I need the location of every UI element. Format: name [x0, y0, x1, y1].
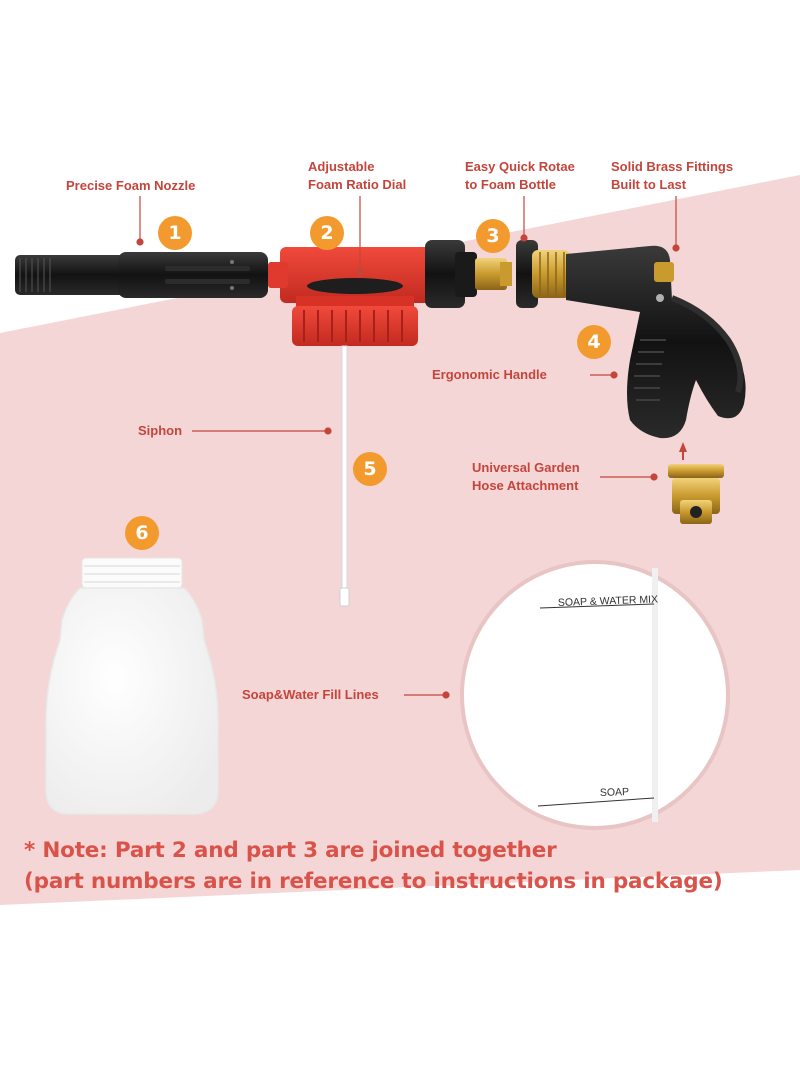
garden-hose-attachment: [668, 442, 724, 524]
label-brass-fittings: Solid Brass Fittings Built to Last: [611, 158, 733, 194]
label-siphon: Siphon: [138, 422, 182, 440]
label-text: Foam Ratio Dial: [308, 177, 407, 192]
label-text: Siphon: [138, 423, 183, 438]
badge-2: 2: [310, 216, 344, 250]
label-text: Easy Quick Rotae: [465, 159, 575, 174]
label-adjustable-dial: Adjustable Foam Ratio Dial: [308, 158, 406, 194]
label-precise-foam-nozzle: Precise Foam Nozzle: [66, 177, 195, 195]
badge-3: 3: [476, 219, 510, 253]
label-ergonomic-handle: Ergonomic Handle: [432, 366, 547, 384]
siphon-tube: [339, 345, 350, 607]
zoom-detail-circle: [460, 560, 730, 830]
label-quick-rotate: Easy Quick Rotae to Foam Bottle: [465, 158, 575, 194]
label-hose-attachment: Universal Garden Hose Attachment: [472, 459, 580, 495]
label-text: to Foam Bottle: [465, 177, 556, 192]
badge-4: 4: [577, 325, 611, 359]
label-text: Solid Brass Fittings: [611, 159, 734, 174]
brass-quick-connector: [475, 240, 570, 308]
note-line-2: (part numbers are in reference to instru…: [24, 869, 723, 894]
foam-nozzle: [15, 252, 268, 298]
badge-1: 1: [158, 216, 192, 250]
label-text: Hose Attachment: [472, 478, 579, 493]
red-adjustable-body: [268, 240, 477, 346]
label-text: Built to Last: [611, 177, 687, 192]
label-fill-lines: Soap&Water Fill Lines: [242, 686, 379, 704]
label-text: Universal Garden: [472, 460, 580, 475]
foam-bottle: [45, 557, 219, 815]
label-text: Precise Foam Nozzle: [66, 178, 196, 193]
badge-6: 6: [125, 516, 159, 550]
note-line-1: * Note: Part 2 and part 3 are joined tog…: [24, 838, 557, 863]
label-text: Adjustable: [308, 159, 375, 174]
label-text: Ergonomic Handle: [432, 367, 547, 382]
leader-lines: [136, 196, 680, 699]
label-text: Soap&Water Fill Lines: [242, 687, 379, 702]
spray-gun-handle: [566, 245, 746, 439]
badge-5: 5: [353, 452, 387, 486]
